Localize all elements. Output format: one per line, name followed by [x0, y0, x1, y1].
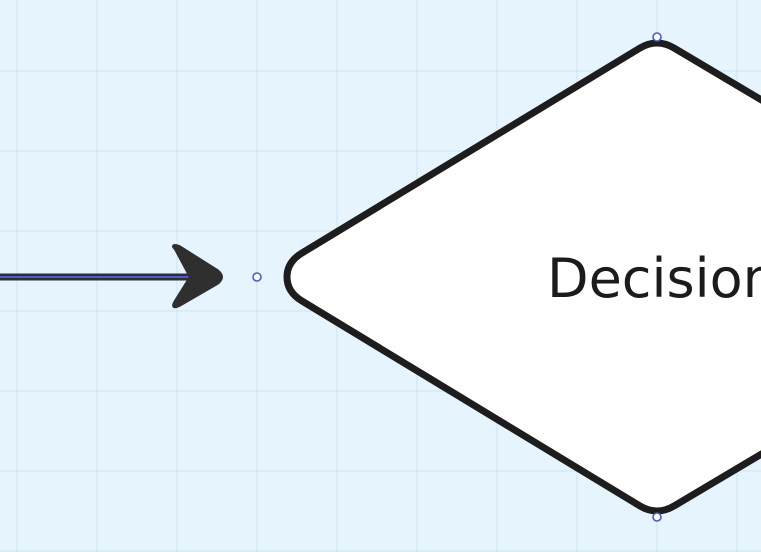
decision-shape[interactable] — [283, 39, 761, 515]
connection-point-icon-bottom[interactable] — [652, 512, 662, 522]
arrow-right-icon — [172, 243, 223, 309]
connection-point-icon-top[interactable] — [652, 32, 662, 42]
connector-arrow[interactable] — [0, 243, 223, 309]
decision-node[interactable]: Decision — [283, 39, 761, 515]
connection-point-icon-left[interactable] — [252, 272, 262, 282]
decision-label[interactable]: Decision — [547, 247, 761, 310]
connection-handles[interactable] — [252, 32, 662, 522]
